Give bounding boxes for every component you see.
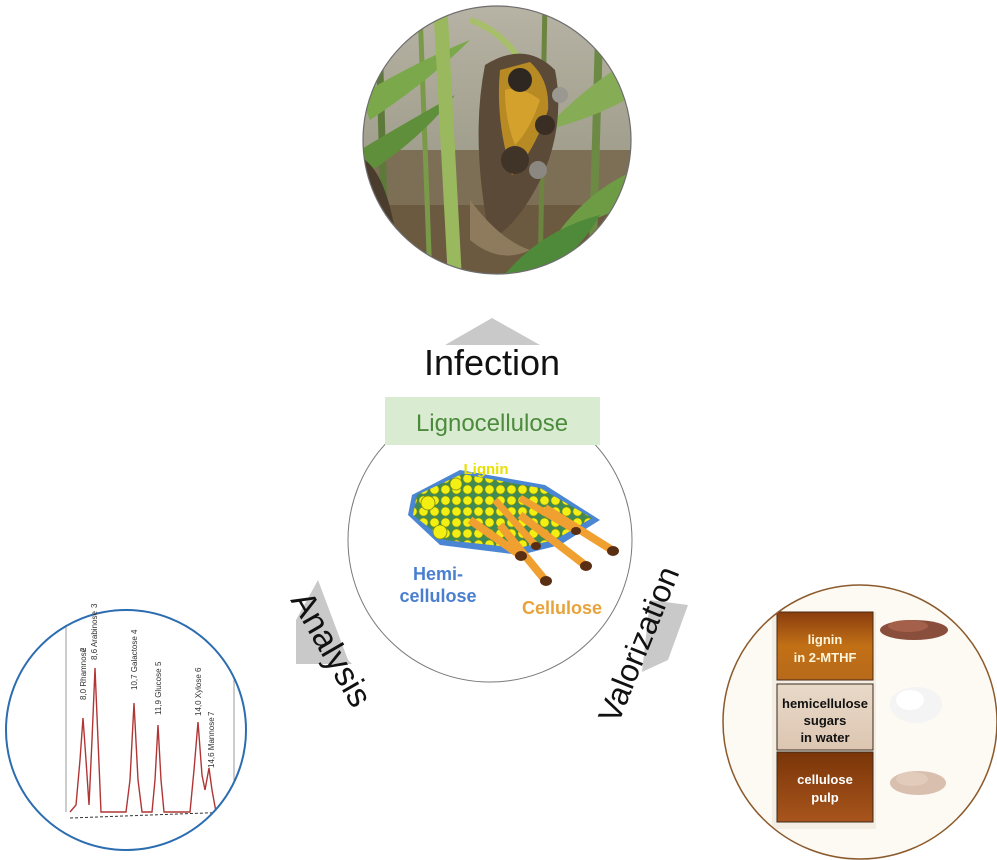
hemi-fraction-line1: hemicellulose <box>782 696 868 711</box>
peak-num-rhamnose: 2 <box>79 647 88 652</box>
cellulose-label: Cellulose <box>522 598 602 618</box>
peak-num-mannose: 7 <box>207 711 216 716</box>
lignocellulose-title-bg <box>385 397 600 445</box>
chromatogram-border <box>5 609 247 851</box>
peak-label-mannose: 14,6 Mannose <box>207 717 216 768</box>
cellulose-fraction-line2: pulp <box>811 790 838 805</box>
chromatogram-labels: 8,0 Rhamnose 2 8,6 Arabinose 3 10,7 Gala… <box>79 603 216 768</box>
infection-label: Infection <box>424 342 560 383</box>
lignin-fraction-line2: in 2-MTHF <box>794 650 857 665</box>
cellulose-fraction-line1: cellulose <box>797 772 853 787</box>
right-arrow <box>642 600 688 672</box>
peak-num-galactose: 4 <box>130 629 139 634</box>
peak-label-rhamnose: 8,0 Rhamnose <box>79 647 88 700</box>
peak-label-galactose: 10,7 Galactose <box>130 636 139 690</box>
peak-label-xylose: 14,0 Xylose <box>194 674 203 716</box>
corn-photo <box>363 6 631 274</box>
hemi-fraction-line3: in water <box>800 730 849 745</box>
lignin-fraction-line1: lignin <box>808 632 843 647</box>
peak-label-arabinose: 8,6 Arabinose <box>90 611 99 660</box>
hemicellulose-label-line1: Hemi- <box>413 564 463 584</box>
left-arrow <box>296 580 352 664</box>
peak-num-xylose: 6 <box>194 667 203 672</box>
corn-photo-border <box>362 5 632 275</box>
lignocellulose-title: Lignocellulose <box>416 410 568 437</box>
lignin-label: Lignin <box>464 461 509 478</box>
chromatogram <box>6 610 246 850</box>
fiber-bundle <box>408 470 619 586</box>
up-arrow <box>445 318 540 345</box>
peak-num-glucose: 5 <box>154 661 163 666</box>
hemicellulose-label-line2: cellulose <box>399 586 476 606</box>
fractions-photo <box>723 585 997 859</box>
peak-num-arabinose: 3 <box>90 603 99 608</box>
hemi-fraction-line2: sugars <box>804 713 847 728</box>
fractions-photo-border <box>722 584 997 860</box>
peak-label-glucose: 11,9 Glucose <box>154 668 163 715</box>
fraction-labels: lignin in 2-MTHF hemicellulose sugars in… <box>782 632 868 805</box>
